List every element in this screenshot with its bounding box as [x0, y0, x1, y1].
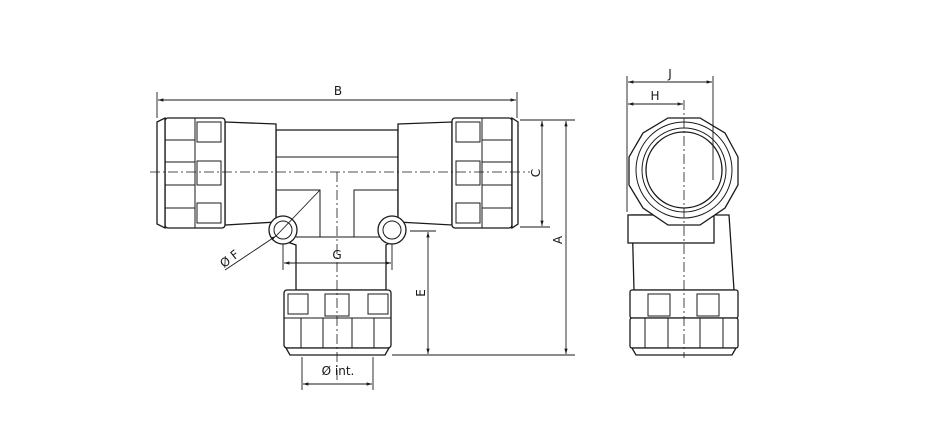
side-view: J H — [626, 67, 739, 358]
dimension-c-label: C — [529, 169, 543, 177]
dimension-b-label: B — [334, 84, 342, 98]
bottom-nut — [283, 289, 392, 349]
dimension-f-label: Ø F — [217, 247, 242, 271]
dimension-f-leader — [224, 235, 277, 271]
dimension-h-label: H — [650, 89, 659, 103]
dimension-a-label: A — [551, 235, 565, 244]
dimension-j-label: J — [667, 67, 672, 81]
dimension-int-label: Ø int. — [322, 364, 355, 378]
dimension-g-label: G — [332, 248, 341, 262]
dimension-e-label: E — [414, 289, 428, 297]
mounting-hole-right — [377, 215, 407, 245]
front-view: B C A E G Ø F Ø int. — [150, 84, 575, 390]
mounting-hole-left — [268, 215, 298, 245]
